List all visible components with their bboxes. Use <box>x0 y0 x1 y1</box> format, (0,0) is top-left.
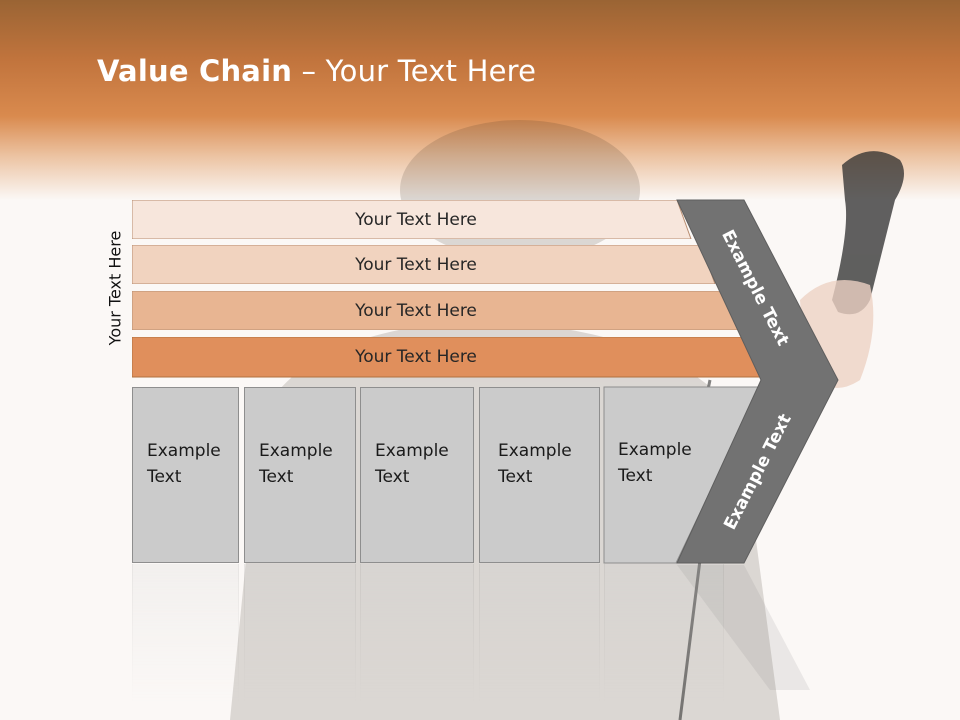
band-label: Your Text Here <box>355 300 477 321</box>
band-label: Your Text Here <box>355 254 477 275</box>
box-text-line1: Example <box>618 440 692 460</box>
box-text-line1: Example <box>498 441 572 461</box>
box-text-line1: Example <box>375 441 449 461</box>
band-label: Your Text Here <box>355 346 477 367</box>
box-text-line1: Example <box>259 441 333 461</box>
slide-title: Value Chain – Your Text Here <box>97 54 536 88</box>
box-text-line2: Text <box>259 467 294 487</box>
band-label: Your Text Here <box>355 209 477 230</box>
box-text-line1: Example <box>147 441 221 461</box>
box-text-line2: Text <box>618 466 653 486</box>
box-5-text: Example Text <box>618 437 692 489</box>
title-rest: – Your Text Here <box>292 54 537 88</box>
title-bold: Value Chain <box>97 54 293 88</box>
header-band <box>0 0 960 200</box>
box-text-line2: Text <box>498 467 533 487</box>
box-text-line2: Text <box>375 467 410 487</box>
box-text-line2: Text <box>147 467 182 487</box>
